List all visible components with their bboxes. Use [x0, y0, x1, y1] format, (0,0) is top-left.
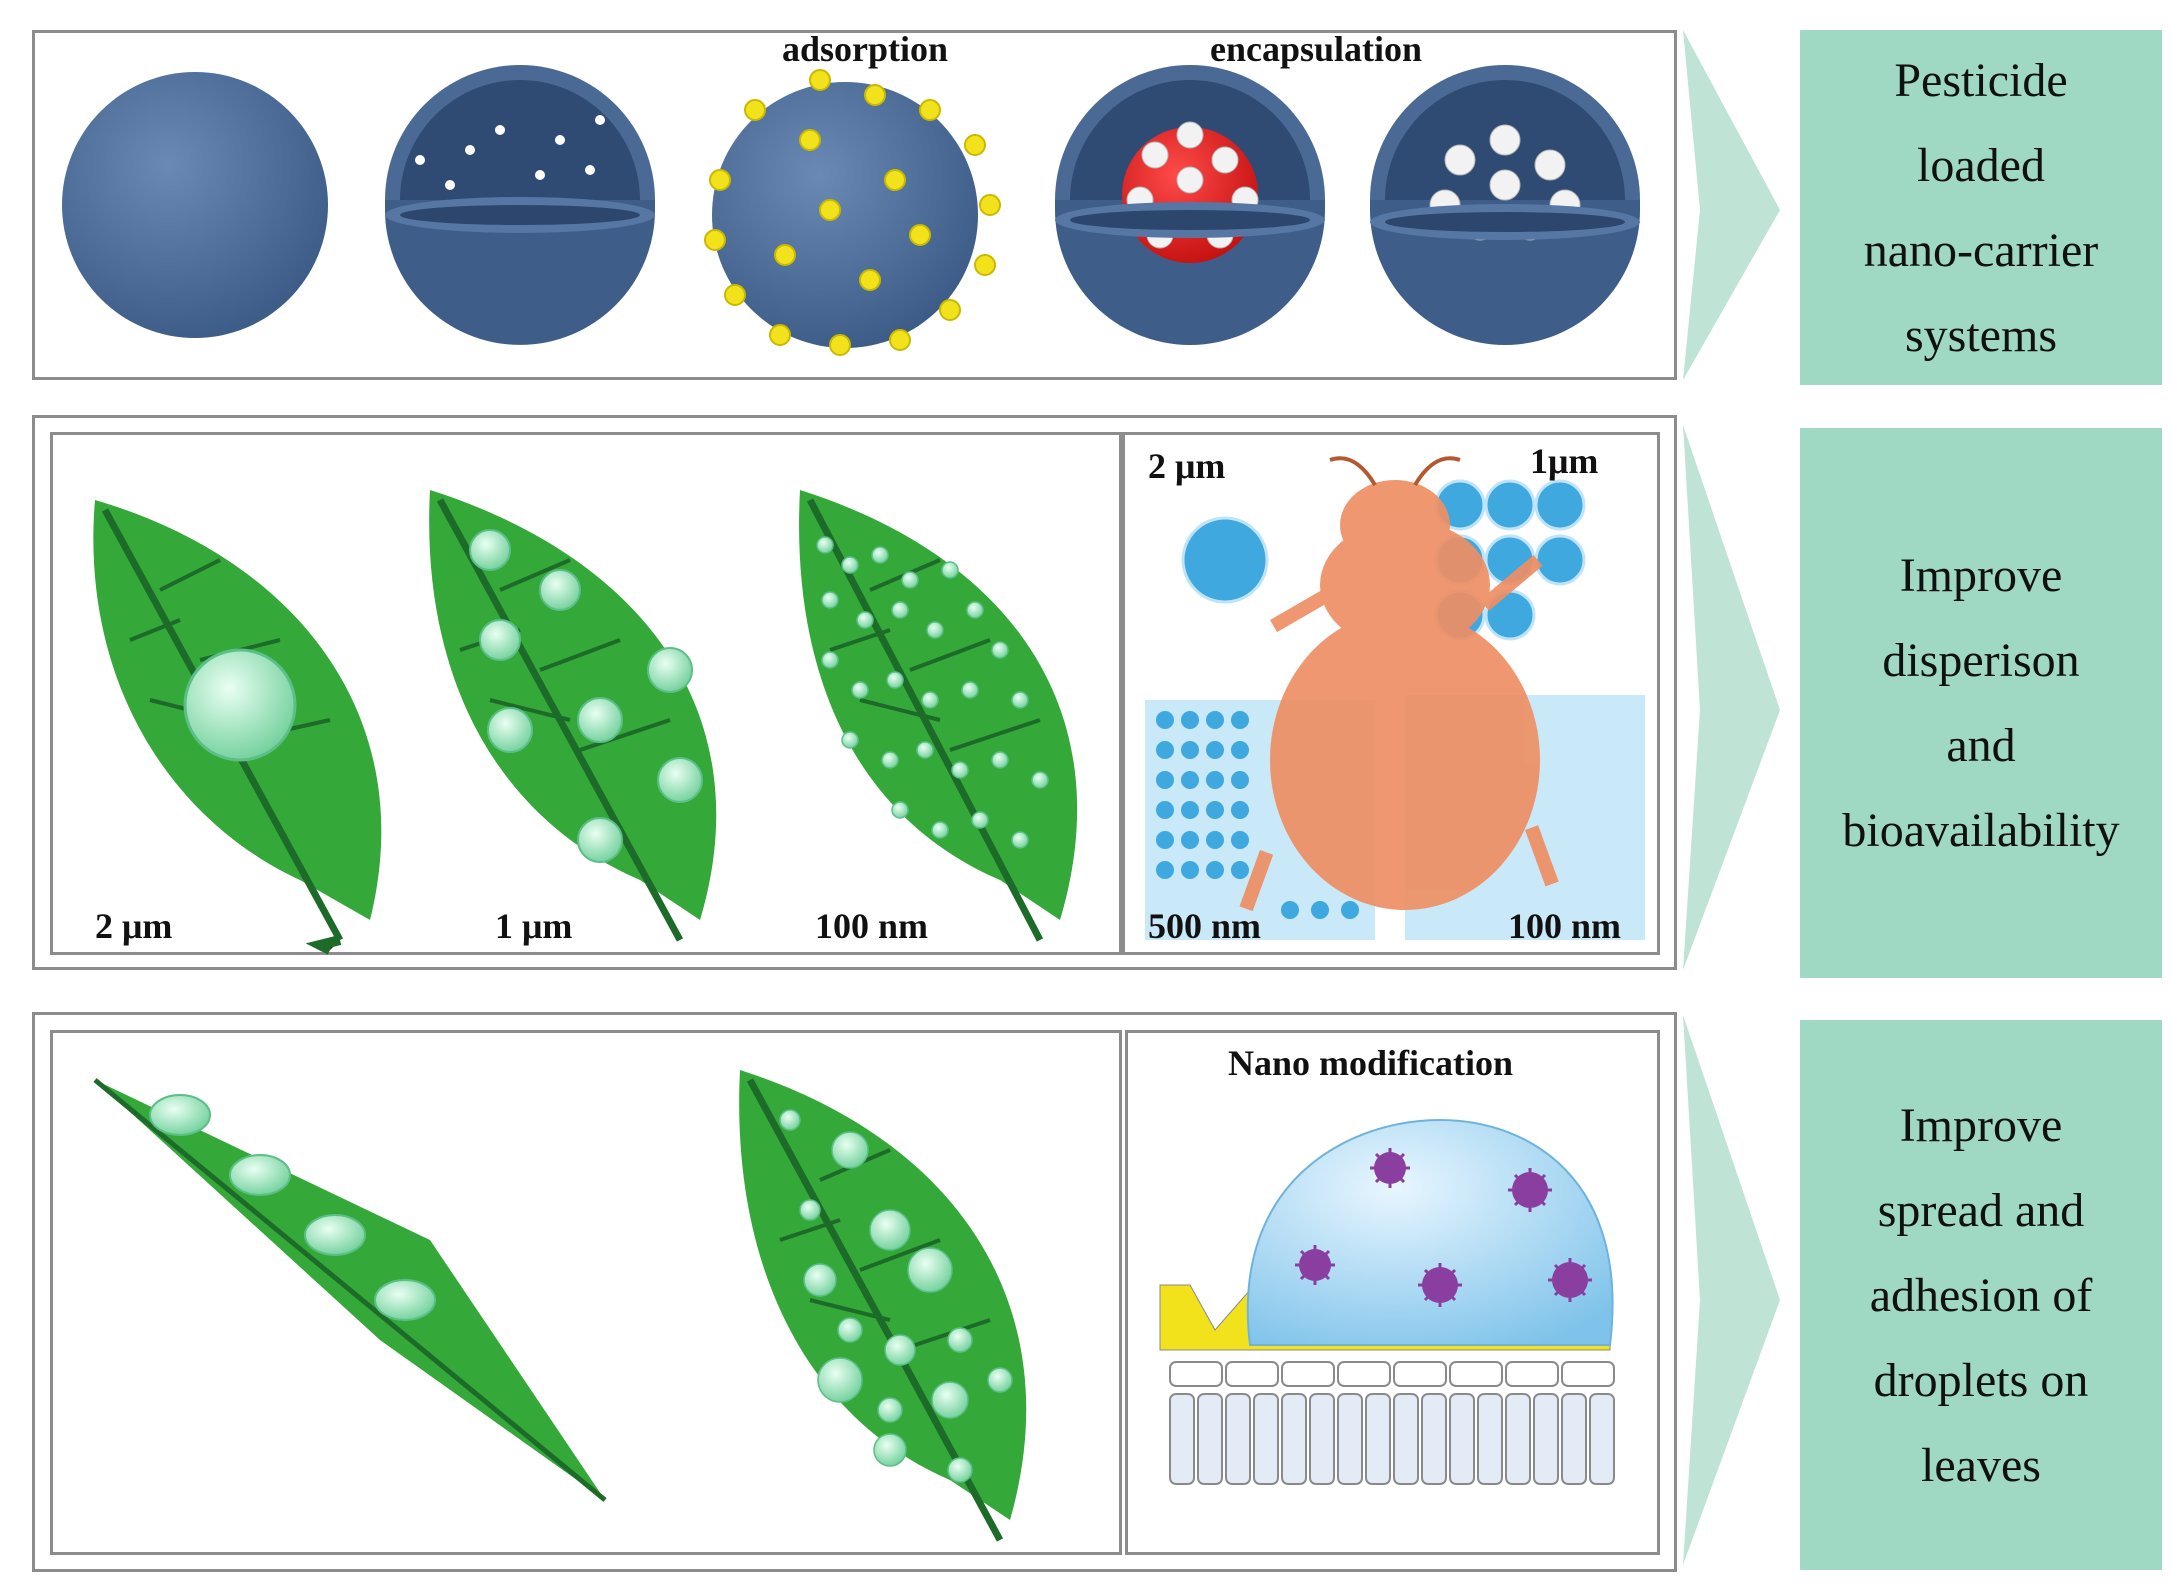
- tilted-leaf: [93, 1078, 607, 1502]
- summary-line: leaves: [1921, 1438, 2041, 1492]
- encapsulation-label: encapsulation: [1210, 29, 1423, 69]
- summary-line: Improve: [1899, 1098, 2063, 1152]
- leaf-medium-droplets: [429, 490, 717, 942]
- encapsulation-sphere-particles: [1370, 65, 1640, 345]
- summary-line: spread and: [1877, 1183, 2085, 1237]
- summary-line: disperison: [1882, 634, 2080, 687]
- insect-scene: [1145, 456, 1645, 940]
- summary-line: and: [1946, 719, 2016, 772]
- leaf-small-droplets: [799, 490, 1078, 942]
- summary-line: loaded: [1917, 138, 2045, 192]
- summary-box-carrier-systems: Pesticide loaded nano-carrier systems: [1800, 30, 2162, 385]
- summary-line: nano-carrier: [1863, 223, 2099, 277]
- leaf-label-100nm: 100 nm: [815, 906, 929, 946]
- leaf-spread-droplets: [739, 1070, 1027, 1542]
- summary-line: Pesticide: [1894, 53, 2068, 107]
- adsorption-sphere: [704, 69, 1001, 356]
- hollow-sphere: [385, 65, 655, 345]
- summary-line: droplets on: [1873, 1353, 2089, 1407]
- encapsulation-sphere-red-core: [1055, 65, 1325, 345]
- insect-label-500nm: 500 nm: [1148, 906, 1262, 946]
- summary-box-dispersion: Improve disperison and bioavailability: [1800, 428, 2162, 978]
- summary-box-adhesion: Improve spread and adhesion of droplets …: [1800, 1020, 2162, 1570]
- nano-modification-title: Nano modification: [1228, 1043, 1514, 1083]
- summary-line: systems: [1904, 308, 2057, 362]
- insect-label-2um: 2 μm: [1148, 446, 1226, 486]
- leaf-large-droplet: [93, 500, 382, 955]
- summary-line: Improve: [1899, 549, 2063, 602]
- large-droplet: [183, 648, 297, 762]
- leaf-label-2um: 2 μm: [95, 906, 173, 946]
- insect-label-1um: 1μm: [1530, 441, 1599, 481]
- summary-line: bioavailability: [1842, 804, 2120, 857]
- chevrons: [1683, 30, 1780, 1565]
- leaf-label-1um: 1 μm: [495, 906, 573, 946]
- nano-droplet-diagram: [1159, 1118, 1615, 1485]
- insect-label-100nm: 100 nm: [1508, 906, 1622, 946]
- summary-line: adhesion of: [1869, 1268, 2093, 1322]
- adsorption-label: adsorption: [782, 29, 949, 69]
- solid-sphere: [62, 72, 328, 338]
